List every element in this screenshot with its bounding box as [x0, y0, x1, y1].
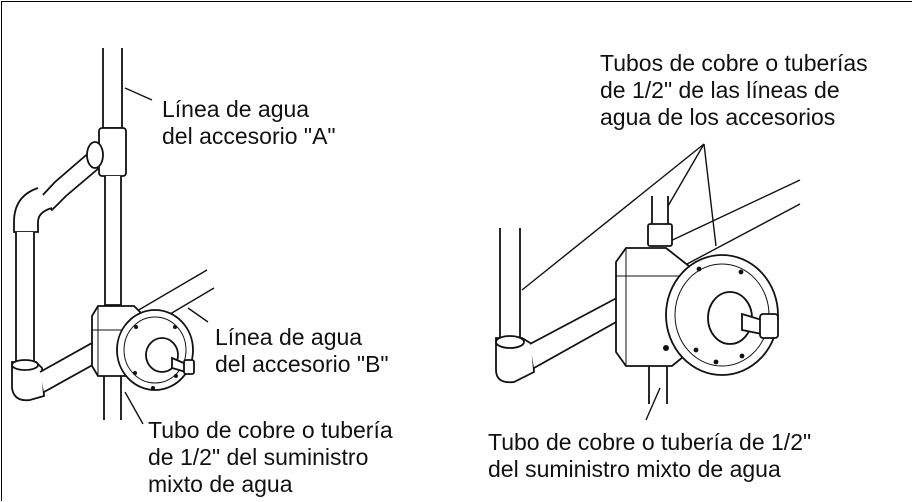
label-line-b: Línea de agua del accesorio "B" — [215, 324, 389, 377]
left-valve-cartridge — [145, 337, 179, 373]
right-left-vertical-pipe — [499, 228, 521, 339]
left-top-vertical-pipe — [102, 48, 123, 129]
right-leader-supply — [645, 387, 661, 421]
right-elbow-opening — [495, 335, 525, 349]
label-fixture-tubes: Tubos de cobre o tuberías de 1/2" de las… — [600, 50, 868, 130]
left-tee-side-opening — [86, 141, 104, 169]
right-angled-tube-upper — [663, 179, 801, 245]
label-supply-right: Tubo de cobre o tubería de 1/2" del sumi… — [488, 429, 812, 482]
right-leader-2 — [667, 143, 705, 207]
right-top-coupling — [647, 223, 673, 247]
label-supply-left: Tubo de cobre o tubería de 1/2" del sumi… — [148, 417, 393, 497]
left-leader-b — [187, 307, 209, 323]
left-leader-supply — [124, 391, 144, 425]
left-lower-elbow-opening — [11, 359, 39, 371]
right-leader-1 — [521, 143, 705, 291]
left-middle-vertical-pipe — [104, 176, 122, 306]
right-valve-assembly — [495, 143, 801, 421]
right-angled-tube-lower — [671, 203, 801, 273]
left-leader-a — [124, 87, 153, 101]
left-valve-assembly — [11, 48, 215, 425]
left-lower-horizontal-pipe — [39, 341, 100, 393]
left-bypass-vertical-pipe — [15, 232, 35, 363]
right-top-vertical-pipe — [651, 196, 669, 227]
left-supply-pipe — [103, 376, 122, 420]
right-supply-pipe — [648, 366, 668, 404]
right-leader-3 — [703, 143, 717, 247]
label-line-a: Línea de agua del accesorio "A" — [162, 96, 336, 149]
